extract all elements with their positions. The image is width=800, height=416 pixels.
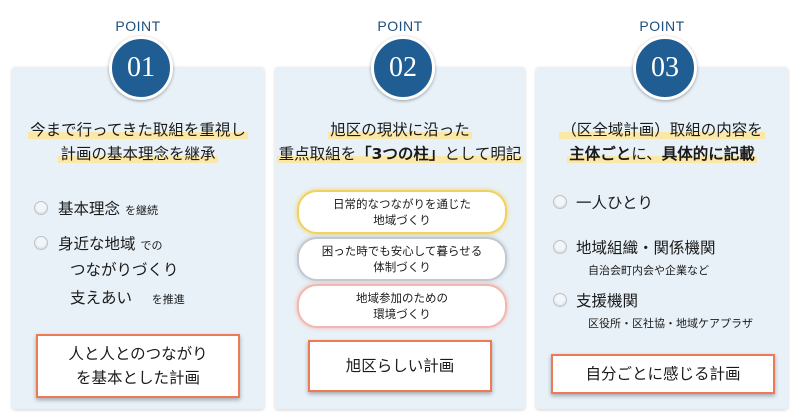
list-item-sub: 区役所・区社協・地域ケアプラザ (588, 317, 753, 330)
list-item: 身近な地域 での (58, 235, 163, 253)
pillar-item: 困った時でも安心して暮らせる 体制づくり (297, 237, 507, 281)
point-03-column: POINT 03 （区全域計画）取組の内容を 主体ごとに、具体的に記載 一人ひと… (536, 0, 788, 416)
bullet-icon (553, 293, 567, 307)
list-item: 一人ひとり (576, 194, 654, 212)
list-item: 支援機関 (576, 292, 639, 310)
point-heading: （区全域計画）取組の内容を 主体ごとに、具体的に記載 (559, 121, 765, 163)
point-01-column: POINT 01 今まで行ってきた取組を重視し 計画の基本理念を継承 基本理念 … (12, 0, 264, 416)
list-item-sub: 自治会町内会や企業など (588, 264, 709, 277)
point-number-badge: 01 (109, 36, 173, 100)
point-number-badge: 02 (371, 36, 435, 100)
point-label: POINT (115, 18, 161, 34)
result-box: 旭区らしい計画 (308, 340, 492, 392)
bullet-icon (34, 236, 48, 250)
result-box: 人と人とのつながり を基本とした計画 (36, 334, 240, 398)
pillar-item: 日常的なつながりを通じた 地域づくり (297, 190, 507, 234)
list-item: つながりづくり (70, 261, 179, 279)
list-item: 支えあい を推進 (70, 289, 185, 307)
point-number-badge: 03 (633, 36, 697, 100)
pillar-item: 地域参加のための 環境づくり (297, 284, 507, 328)
bullet-icon (553, 195, 567, 209)
result-box: 自分ごとに感じる計画 (551, 354, 775, 394)
list-item: 地域組織・関係機関 (576, 239, 716, 257)
bullet-icon (34, 201, 48, 215)
point-heading: 旭区の現状に沿った 重点取組を「3つの柱」として明記 (276, 121, 524, 163)
bullet-icon (553, 240, 567, 254)
point-label: POINT (639, 18, 685, 34)
point-heading: 今まで行ってきた取組を重視し 計画の基本理念を継承 (28, 121, 248, 163)
point-label: POINT (377, 18, 423, 34)
point-02-column: POINT 02 旭区の現状に沿った 重点取組を「3つの柱」として明記 日常的な… (275, 0, 525, 416)
list-item: 基本理念 を継続 (58, 200, 158, 218)
